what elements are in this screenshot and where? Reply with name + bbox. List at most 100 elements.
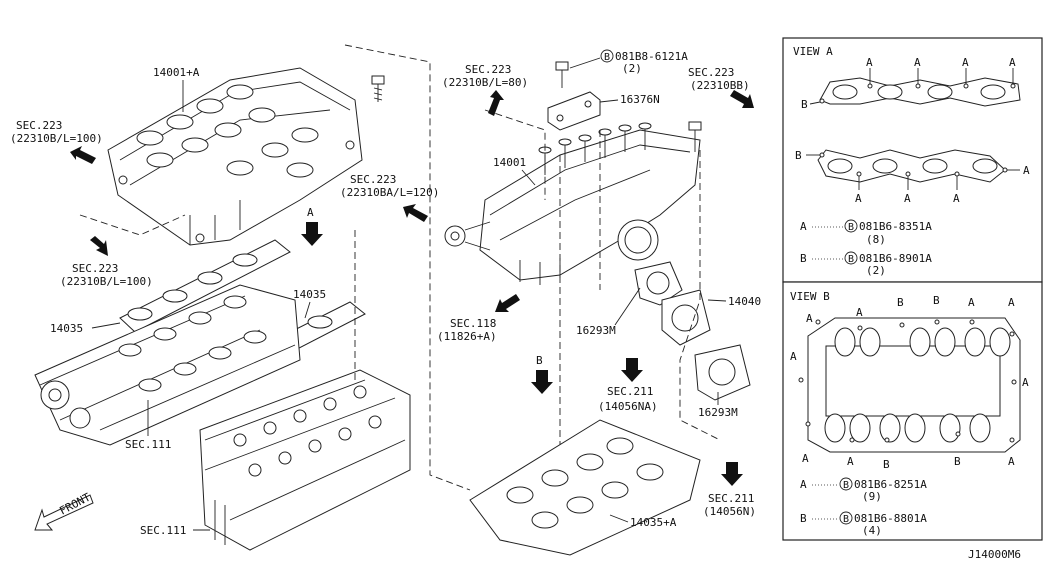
bolt-a-marker: A <box>1023 164 1030 177</box>
legend-qty-a: (9) <box>862 490 882 503</box>
bolt-a-marker: A <box>856 306 863 319</box>
view-b-title: VIEW B <box>790 290 830 303</box>
leader-dashed <box>679 150 721 441</box>
part-label-14001a: 14001+A <box>153 66 200 79</box>
sec-label: SEC.211 <box>708 492 754 505</box>
sec-label: (11826+A) <box>437 330 497 343</box>
sec-label: (22310BA/L=120) <box>340 186 439 199</box>
bolt-a-marker: A <box>866 56 873 69</box>
bolt-b-marker: B <box>795 149 802 162</box>
sec-label: (14056NA) <box>598 400 658 413</box>
legend-letter-a: A <box>800 478 807 491</box>
sec-label: SEC.223 <box>16 119 62 132</box>
part-label-14035: 14035 <box>293 288 326 301</box>
legend-code-b: 081B6-8801A <box>854 512 927 525</box>
bolt-a-marker: A <box>855 192 862 205</box>
part-label-14035a: 14035+A <box>630 516 677 529</box>
bolt-b-marker-icon <box>600 49 614 63</box>
bolt-a-marker: A <box>847 455 854 468</box>
legend-qty-b: (4) <box>862 524 882 537</box>
bolt-b-marker: B <box>897 296 904 309</box>
part-label-16293m: 16293M <box>576 324 616 337</box>
sec-label: (22310B/L=100) <box>60 275 153 288</box>
sec-label: SEC.111 <box>125 438 171 451</box>
legend-qty-b: (2) <box>866 264 886 277</box>
view-a-panel: VIEW A A A A A B A A A <box>782 37 1043 283</box>
gasket-14040 <box>661 289 711 346</box>
bolt-a-marker: A <box>962 56 969 69</box>
part-label-14035: 14035 <box>50 322 83 335</box>
callout-labels: 14001+A SEC.223 (22310B/L=100) SEC.223 (… <box>10 49 761 537</box>
bolt-a-marker: A <box>790 350 797 363</box>
bolt-b-circle-icon <box>844 219 858 233</box>
gasket-16293m-lower <box>694 344 751 401</box>
gasket-16293m-upper <box>634 261 683 306</box>
bolt-b-marker: B <box>933 294 940 307</box>
legend-letter-b: B <box>800 252 807 265</box>
bolt-a-marker: A <box>914 56 921 69</box>
part-label-14040: 14040 <box>728 295 761 308</box>
sec-label: SEC.223 <box>350 173 396 186</box>
bolt-icon <box>688 121 702 152</box>
leader-dashed <box>344 44 471 491</box>
part-label-16376n: 16376N <box>620 93 660 106</box>
part-label-16293m: 16293M <box>698 406 738 419</box>
cylinder-head-right <box>199 369 411 551</box>
bolt-icon <box>555 61 569 88</box>
direction-arrows <box>34 90 754 531</box>
sec-label: SEC.211 <box>607 385 653 398</box>
bolt-code-label: 081B8-6121A <box>615 50 688 63</box>
sec-label: (22310B/L=100) <box>10 132 103 145</box>
bolt-b-marker: B <box>801 98 808 111</box>
bolt-qty-label: (2) <box>622 62 642 75</box>
front-label: FRONT <box>57 490 93 517</box>
sec-label: (22310BB) <box>690 79 750 92</box>
bolt-a-marker: A <box>1008 455 1015 468</box>
legend-code-a: 081B6-8351A <box>859 220 932 233</box>
bolt-a-marker: A <box>1022 376 1029 389</box>
svg-text:B: B <box>848 254 854 265</box>
gasket-14035a <box>469 419 701 556</box>
bolt-b-circle-icon <box>844 251 858 265</box>
intake-collector-left <box>107 67 363 246</box>
cylinder-head-left <box>34 284 301 446</box>
bracket-16376n <box>547 91 601 131</box>
sec-label: SEC.223 <box>465 63 511 76</box>
sec-label: (14056N) <box>703 505 756 518</box>
svg-text:B: B <box>843 480 849 491</box>
sec-label: SEC.223 <box>72 262 118 275</box>
legend-letter-a: A <box>800 220 807 233</box>
diagram-id: J14000M6 <box>968 548 1021 561</box>
bolt-a-marker: A <box>802 452 809 465</box>
bolt-a-marker: A <box>953 192 960 205</box>
bolt-b-marker: B <box>954 455 961 468</box>
view-a-title: VIEW A <box>793 45 833 58</box>
legend-qty-a: (8) <box>866 233 886 246</box>
bolt-b-marker: B <box>883 458 890 471</box>
view-marker-b: B <box>536 354 543 367</box>
svg-text:B: B <box>843 514 849 525</box>
bolt-b-circle-icon <box>839 511 853 525</box>
bolt-b-circle-icon <box>839 477 853 491</box>
svg-text:B: B <box>604 52 610 63</box>
view-marker-a: A <box>307 206 314 219</box>
legend-letter-b: B <box>800 512 807 525</box>
legend-code-a: 081B6-8251A <box>854 478 927 491</box>
part-label-14001: 14001 <box>493 156 526 169</box>
bolt-a-marker: A <box>968 296 975 309</box>
sec-label: SEC.111 <box>140 524 186 537</box>
svg-text:B: B <box>848 222 854 233</box>
sec-label: (22310B/L=80) <box>442 76 528 89</box>
bolt-a-marker: A <box>1008 296 1015 309</box>
bolt-icon <box>371 75 385 102</box>
legend-code-b: 081B6-8901A <box>859 252 932 265</box>
bolt-a-marker: A <box>806 312 813 325</box>
gasket-14035-left <box>119 239 291 333</box>
bolt-a-marker: A <box>1009 56 1016 69</box>
sec-label: SEC.118 <box>450 317 496 330</box>
intake-manifold-center <box>444 122 701 285</box>
sec-label: SEC.223 <box>688 66 734 79</box>
view-b-panel: VIEW B A A B B A A A A A <box>782 281 1043 541</box>
bolt-a-marker: A <box>904 192 911 205</box>
